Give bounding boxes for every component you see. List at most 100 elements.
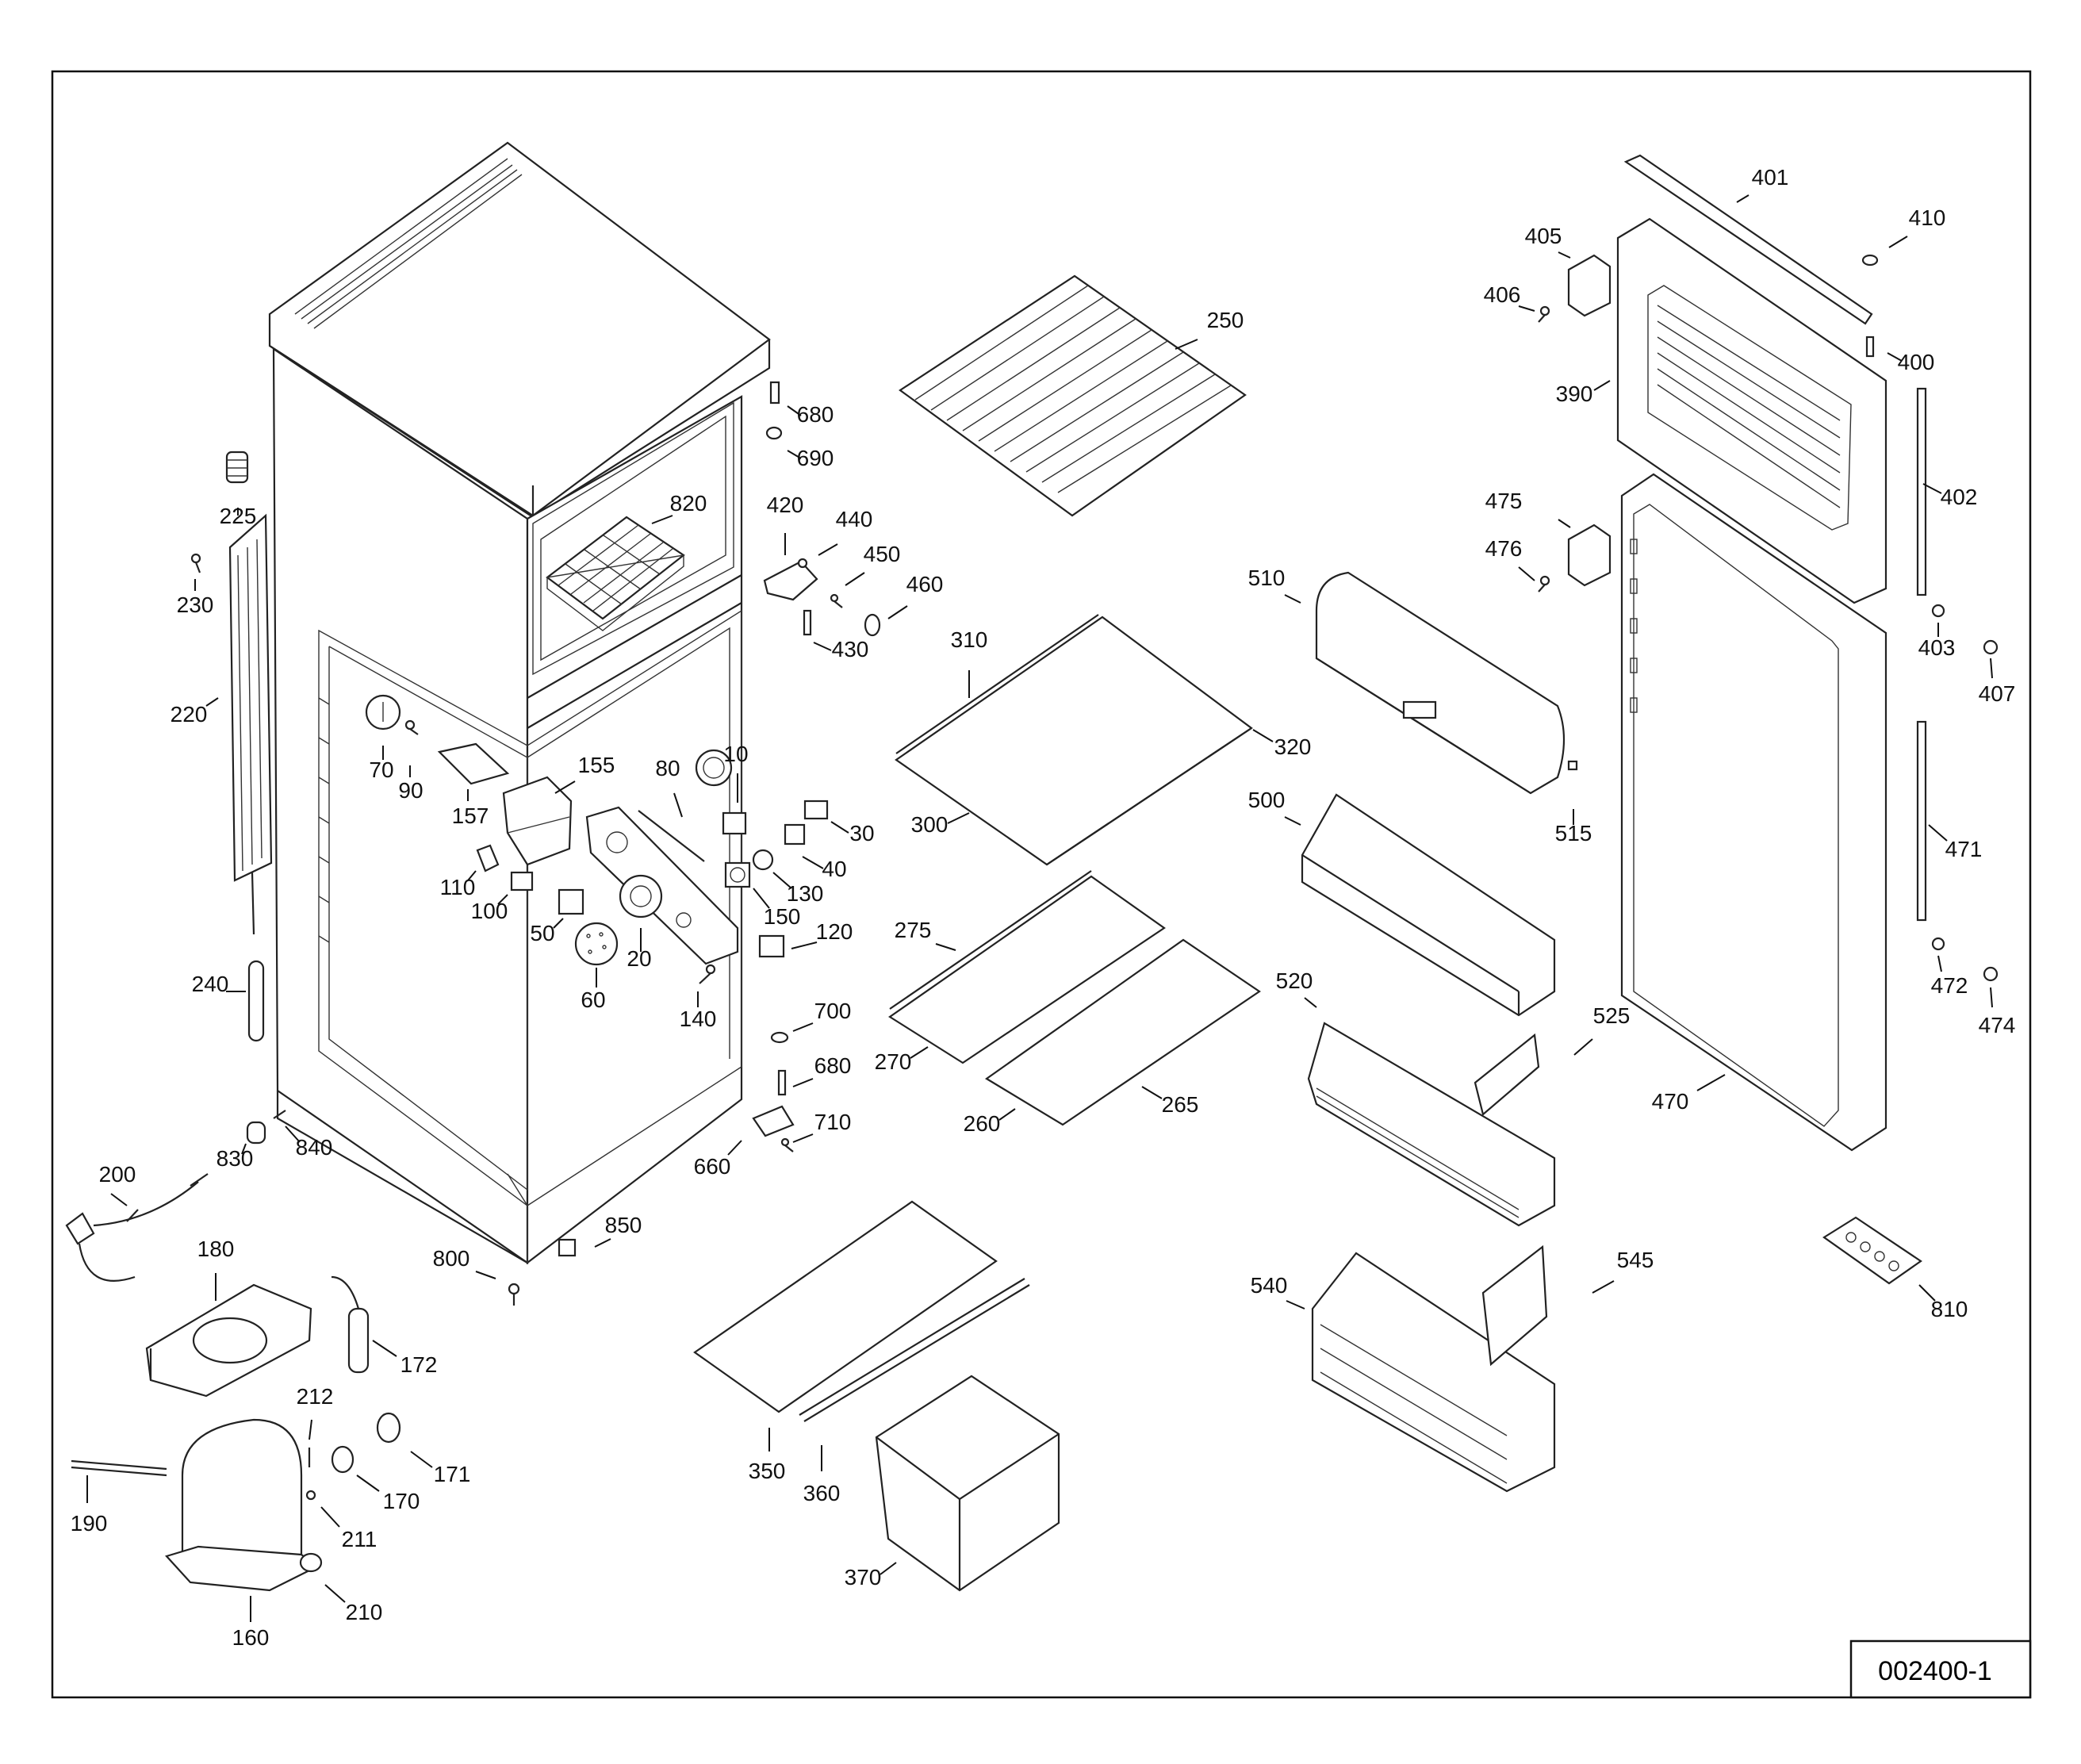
switch-30 [803, 800, 829, 820]
leader-line-500 [1284, 816, 1301, 826]
part-label-110: 110 [440, 875, 476, 899]
leader-line-460 [887, 605, 908, 619]
part-label-240: 240 [192, 972, 229, 996]
part-120 [758, 934, 785, 958]
leader-line-407 [1990, 658, 1993, 679]
screw-230 [190, 553, 201, 573]
control-panel-20 [585, 806, 739, 965]
part-label-60: 60 [581, 987, 605, 1012]
handle-471 [1916, 720, 1927, 922]
glass-shelf-270 [888, 870, 1166, 1064]
part-label-460: 460 [906, 572, 944, 596]
part-label-275: 275 [895, 918, 932, 942]
part-label-405: 405 [1525, 224, 1562, 248]
leader-line-401 [1736, 194, 1749, 203]
part-label-690: 690 [797, 446, 834, 470]
leader-line-171 [410, 1451, 433, 1468]
cabinet-body [268, 141, 771, 1265]
part-label-680: 680 [797, 402, 834, 427]
part-label-100: 100 [471, 899, 508, 923]
part-label-210: 210 [346, 1600, 383, 1624]
compressor-160 [71, 1412, 401, 1592]
leader-line-200 [110, 1193, 128, 1206]
part-label-500: 500 [1248, 788, 1286, 812]
leader-line-840 [285, 1126, 301, 1143]
part-label-525: 525 [1593, 1003, 1631, 1028]
dairy-cover-510 [1315, 571, 1578, 795]
part-label-474: 474 [1979, 1013, 2016, 1037]
part-label-170: 170 [383, 1489, 420, 1513]
leader-line-410 [1888, 236, 1908, 248]
door-shelf-500 [1301, 793, 1556, 1017]
part-label-476: 476 [1485, 536, 1523, 561]
crisper-cover-350 [693, 1200, 998, 1413]
top-vent [294, 158, 523, 329]
compressor-tray-180 [145, 1283, 312, 1398]
dial-60 [574, 922, 619, 966]
leader-line-300 [947, 812, 970, 824]
leader-line-510 [1284, 594, 1301, 604]
part-label-800: 800 [433, 1246, 470, 1271]
part-label-660: 660 [694, 1154, 731, 1179]
leader-line-820 [651, 515, 673, 524]
drawing-number: 002400-1 [1878, 1656, 1992, 1686]
part-label-20: 20 [627, 946, 651, 971]
glass-shelf-260 [984, 938, 1261, 1126]
leader-line-390 [1593, 380, 1611, 391]
filter-drier-240 [247, 960, 265, 1042]
part-label-402: 402 [1941, 485, 1978, 509]
leader-line-40 [802, 856, 824, 869]
part-label-430: 430 [832, 637, 869, 662]
leader-line-172 [372, 1340, 397, 1357]
leader-line-540 [1286, 1300, 1305, 1310]
part-label-70: 70 [369, 757, 393, 782]
shelf-supports [318, 697, 330, 943]
part-label-190: 190 [71, 1511, 108, 1536]
leader-line-120 [791, 941, 818, 949]
part-label-540: 540 [1251, 1273, 1288, 1298]
bottle-holder-525 [1474, 1033, 1540, 1116]
spring-225 [225, 451, 249, 484]
part-label-470: 470 [1652, 1089, 1689, 1114]
leader-line-155 [554, 780, 576, 794]
part-label-300: 300 [911, 812, 949, 837]
part-label-200: 200 [99, 1162, 136, 1187]
part-label-230: 230 [177, 592, 214, 617]
leader-line-212 [309, 1419, 312, 1440]
part-label-211: 211 [342, 1527, 377, 1551]
leader-line-710 [792, 1133, 814, 1143]
part-label-850: 850 [605, 1213, 642, 1237]
cabinet-top-lid [268, 141, 771, 517]
part-label-50: 50 [530, 921, 554, 945]
part-label-265: 265 [1162, 1092, 1199, 1117]
leader-line-660 [727, 1140, 742, 1156]
part-label-840: 840 [296, 1135, 333, 1160]
leader-line-405 [1558, 251, 1571, 259]
leader-line-50 [553, 918, 564, 929]
part-label-157: 157 [452, 803, 489, 828]
leader-line-100 [497, 894, 508, 905]
part-label-130: 130 [787, 881, 824, 906]
bulb-110 [476, 844, 500, 872]
part-130 [752, 849, 774, 871]
part-label-360: 360 [803, 1481, 841, 1505]
leader-line-30 [830, 821, 849, 834]
part-label-401: 401 [1752, 165, 1789, 190]
part-label-172: 172 [400, 1352, 438, 1377]
part-label-545: 545 [1617, 1248, 1654, 1272]
leader-line-220 [205, 697, 219, 707]
part-label-30: 30 [849, 821, 874, 846]
leader-line-471 [1928, 824, 1948, 842]
leader-line-320 [1252, 729, 1274, 742]
part-label-350: 350 [749, 1459, 786, 1483]
part-label-90: 90 [398, 778, 423, 803]
part-label-10: 10 [723, 742, 748, 766]
part-label-403: 403 [1918, 635, 1956, 660]
wire-shelf-250 [899, 274, 1247, 517]
socket-100 [510, 871, 534, 892]
leader-line-440 [818, 543, 838, 556]
leader-line-850 [594, 1238, 611, 1248]
leader-line-150 [753, 888, 770, 909]
part-label-150: 150 [764, 904, 801, 929]
part-label-450: 450 [864, 542, 901, 566]
